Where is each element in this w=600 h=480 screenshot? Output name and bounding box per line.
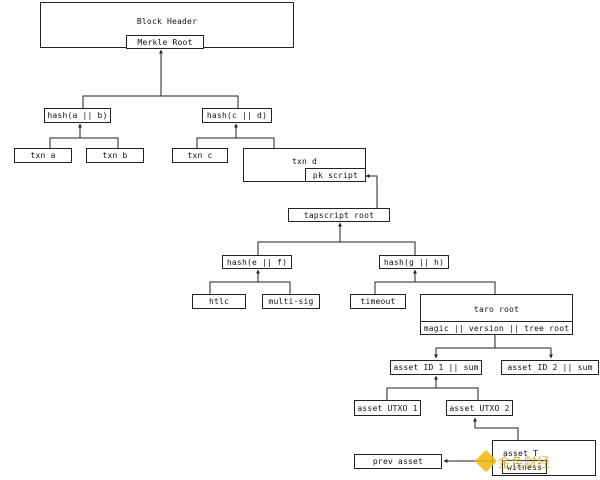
arrow-to-pk-script bbox=[365, 174, 378, 208]
txn-a-box: txn a bbox=[14, 148, 72, 163]
asset-t-label: asset T bbox=[503, 449, 539, 458]
txn-d-label: txn d bbox=[291, 157, 318, 166]
timeout-box: timeout bbox=[350, 294, 406, 309]
connector-hash-cd bbox=[196, 137, 275, 148]
txn-b-box: txn b bbox=[86, 148, 144, 163]
block-header-label: Block Header bbox=[136, 17, 198, 26]
hash-cd-label: hash(c || d) bbox=[206, 111, 268, 120]
multi-sig-label: multi-sig bbox=[268, 297, 314, 306]
watermark-text: 金色财经 bbox=[498, 455, 551, 471]
taro-root-label: taro root bbox=[473, 305, 520, 314]
connector-hash-gh bbox=[374, 281, 496, 294]
asset-utxo-1-box: asset UTXO 1 bbox=[354, 400, 421, 416]
asset-utxo-2-label: asset UTXO 2 bbox=[449, 403, 510, 413]
watermark: 金色财经 bbox=[474, 448, 594, 474]
txn-a-label: txn a bbox=[30, 151, 56, 160]
asset-utxo-1-label: asset UTXO 1 bbox=[357, 403, 418, 413]
arrow-to-asset-utxo-2 bbox=[473, 417, 519, 440]
txn-c-box: txn c bbox=[172, 148, 228, 163]
taro-root-sub-label: magic || version || tree root bbox=[423, 323, 570, 333]
connector-merkle bbox=[82, 95, 239, 108]
multi-sig-box: multi-sig bbox=[262, 294, 320, 309]
connector-hash-ef bbox=[209, 281, 291, 294]
connector-hash-ab bbox=[49, 137, 119, 148]
asset-id-1-label: asset ID 1 || sum bbox=[393, 363, 479, 372]
hash-cd-box: hash(c || d) bbox=[202, 108, 272, 123]
tapscript-root-label: tapscript root bbox=[303, 210, 375, 220]
prev-asset-label: prev asset bbox=[372, 457, 424, 466]
htlc-box: htlc bbox=[192, 294, 246, 309]
hash-gh-label: hash(g || h) bbox=[383, 257, 445, 267]
witness-label: witness bbox=[506, 462, 543, 472]
asset-utxo-2-box: asset UTXO 2 bbox=[446, 400, 513, 416]
txn-c-label: txn c bbox=[187, 151, 213, 160]
connector-tapscript bbox=[257, 241, 416, 255]
merkle-root-box: Merkle Root bbox=[126, 35, 204, 49]
witness-box: witness bbox=[502, 460, 547, 474]
connector-asset-id-1 bbox=[386, 387, 479, 400]
asset-id-1-box: asset ID 1 || sum bbox=[390, 360, 482, 375]
hash-ab-box: hash(a || b) bbox=[44, 108, 111, 123]
asset-id-2-box: asset ID 2 || sum bbox=[501, 360, 599, 375]
hash-ef-box: hash(e || f) bbox=[222, 255, 292, 269]
htlc-label: htlc bbox=[208, 297, 230, 306]
watermark-logo-icon bbox=[474, 449, 498, 473]
prev-asset-box: prev asset bbox=[354, 454, 442, 469]
pk-script-box: pk script bbox=[305, 168, 366, 182]
pk-script-label: pk script bbox=[312, 170, 359, 180]
hash-ef-label: hash(e || f) bbox=[226, 257, 288, 267]
merkle-root-label: Merkle Root bbox=[137, 37, 193, 47]
hash-ab-label: hash(a || b) bbox=[47, 111, 108, 120]
hash-gh-box: hash(g || h) bbox=[379, 255, 449, 269]
timeout-label: timeout bbox=[360, 297, 396, 306]
taro-root-sub-box: magic || version || tree root bbox=[420, 321, 573, 335]
asset-id-2-label: asset ID 2 || sum bbox=[507, 363, 593, 372]
tapscript-root-box: tapscript root bbox=[288, 208, 390, 222]
txn-b-label: txn b bbox=[102, 151, 128, 160]
